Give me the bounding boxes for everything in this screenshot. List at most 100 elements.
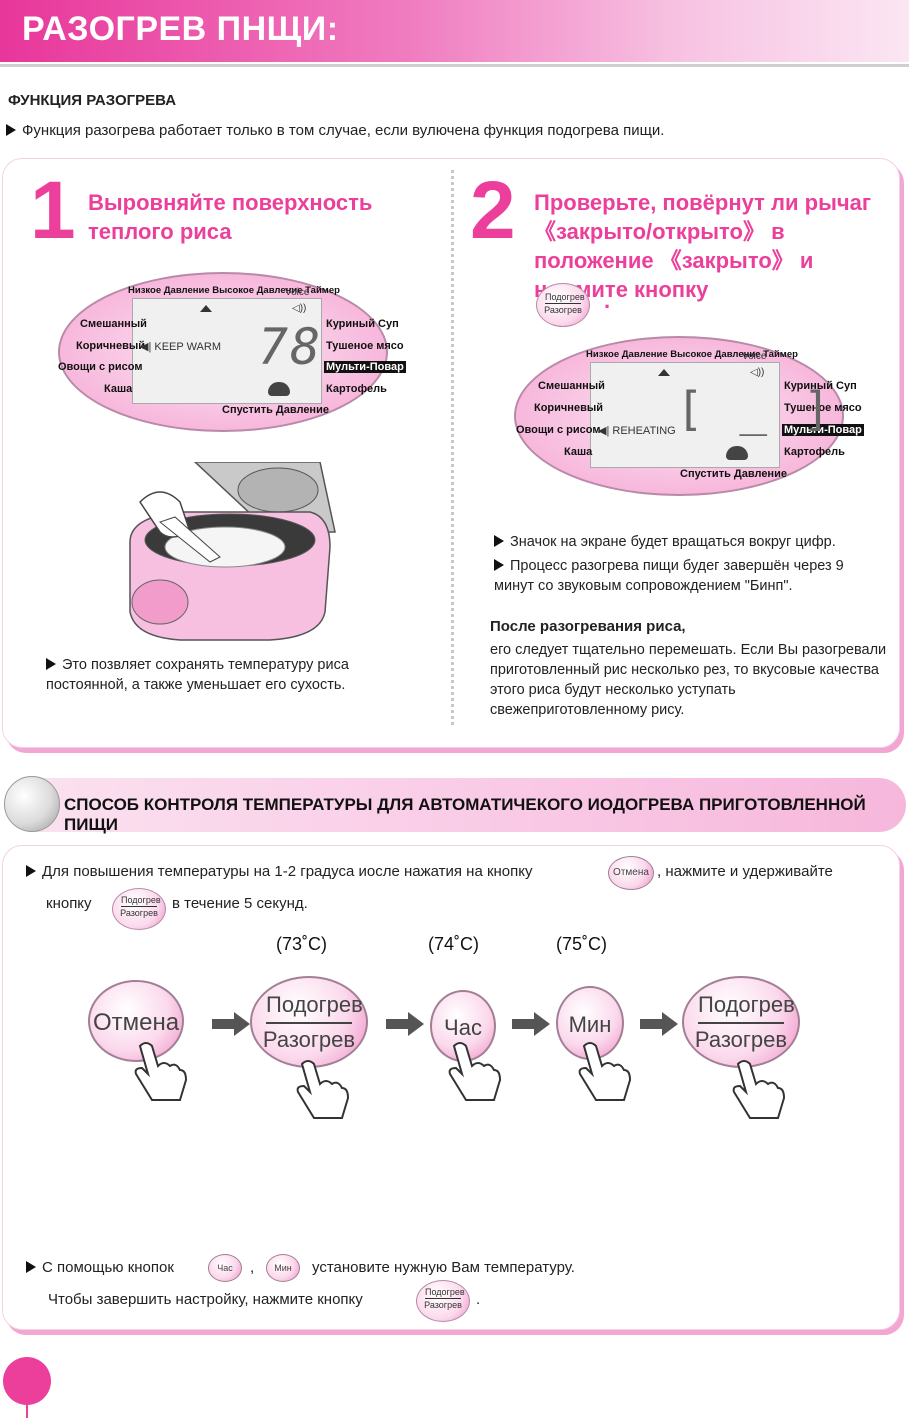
lcd-left-0: Смешанный	[538, 380, 605, 392]
reheat-button-bottom: Разогрев	[544, 305, 582, 315]
reheat-button-small[interactable]: Подогрев Разогрев	[416, 1280, 470, 1322]
line2-text-b: в течение 5 секунд.	[172, 895, 308, 912]
keep-warm-indicator: ◀| KEEP WARM	[140, 341, 221, 353]
step2-title-end: .	[604, 288, 611, 313]
reheating-indicator: ◀| REHEATING	[598, 425, 676, 437]
reheating-label: REHEATING	[612, 425, 676, 437]
bottom-line1-a: С помощью кнопок	[42, 1259, 174, 1276]
speaker-icon: ◁))	[292, 303, 307, 314]
reheat-top: Подогрев	[121, 895, 161, 907]
bottom-line1-b: установите нужную Вам температуру.	[312, 1259, 575, 1276]
footer-line	[26, 1400, 28, 1418]
bullet-triangle-icon	[26, 865, 36, 877]
reheat-bottom: Разогрев	[262, 1027, 356, 1052]
line1-text-a: Для повышения температуры на 1-2 градуса…	[42, 863, 533, 880]
bottom-line2-end: .	[476, 1291, 481, 1308]
lcd-left-1: Коричневый	[76, 340, 145, 352]
lcd-digits: 78	[258, 318, 323, 376]
speaker-icon: ◁))	[750, 367, 765, 378]
lcd-left-2: Овощи с рисом	[516, 424, 601, 436]
step1-title: Выровняйте поверхность теплого риса	[88, 190, 373, 244]
lcd-screen	[132, 298, 322, 404]
lcd-voice-label: Voice	[285, 287, 310, 298]
temp-label-74: (74˚C)	[428, 934, 480, 954]
hand-pointer-icon	[448, 1042, 502, 1101]
intro-text: Функция разогрева работает только в том …	[6, 122, 664, 139]
lcd-right-0: Куриный Суп	[784, 380, 857, 392]
lcd-right-3: Картофель	[326, 383, 387, 395]
bottom-line2-a: Чтобы завершить настройку, нажмите кнопк…	[48, 1291, 363, 1308]
cancel-button-small[interactable]: Отмена	[608, 856, 654, 890]
lcd-screen	[590, 362, 780, 468]
section-label: ФУНКЦИЯ РАЗОГРЕВА	[8, 92, 177, 109]
section2-ball-icon	[4, 776, 60, 832]
lcd-up-arrow-icon	[658, 369, 670, 376]
pot-icon	[726, 446, 748, 460]
step2-title: Проверьте, повёрнут ли рычаг 《закрыто/от…	[534, 190, 872, 302]
lcd-right-2: Мульти-Повар	[782, 424, 864, 436]
reheat-button-small[interactable]: Подогрев Разогрев	[112, 888, 166, 930]
page-title: РАЗОГРЕВ ПНЩИ:	[22, 10, 339, 48]
arrow-right-icon	[640, 1012, 678, 1036]
lcd-right-1: Тушеное мясо	[326, 340, 404, 352]
page-number-dot	[3, 1357, 51, 1405]
sequence-reheat-button-2[interactable]: Подогрев Разогрев	[682, 976, 800, 1068]
lcd-bottom-label: Спустить Давление	[222, 404, 329, 416]
header-bar	[0, 0, 909, 62]
step2-bullet-2-text: Процесс разогрева пищи будег завершён че…	[494, 558, 844, 594]
lcd-right-1: Тушеное мясо	[784, 402, 862, 414]
lcd-right-0: Куриный Суп	[326, 318, 399, 330]
step2-number: 2	[470, 165, 516, 256]
lcd-bottom-label: Спустить Давление	[680, 468, 787, 480]
lcd-left-2: Овощи с рисом	[58, 361, 143, 373]
sequence-cancel-button[interactable]: Отмена	[88, 980, 184, 1062]
lcd-digits: [ _ ]	[676, 382, 835, 436]
reheat-button-top: Подогрев	[545, 292, 585, 304]
reheat-bottom: Разогрев	[120, 908, 158, 918]
reheat-top: Подогрев	[698, 992, 795, 1024]
line1-text-b: , нажмите и удерживайте	[657, 863, 833, 880]
lcd-top-labels: Низкое Давление Высокое Давление Таймер	[586, 349, 798, 360]
lcd-top-labels: Низкое Давление Высокое Давление Таймер	[128, 285, 340, 296]
lcd-left-3: Каша	[564, 446, 593, 458]
reheat-button[interactable]: Подогрев Разогрев	[536, 283, 590, 327]
temp-label-73: (73˚C)	[276, 934, 328, 954]
step1-bullet: Это позвляет сохранять температуру риса …	[46, 655, 406, 695]
bottom-line1: С помощью кнопок	[26, 1258, 174, 1278]
section2-header-bar	[6, 778, 906, 832]
arrow-right-icon	[212, 1012, 250, 1036]
intro-label: Функция разогрева работает только в том …	[22, 122, 665, 139]
lcd-up-arrow-icon	[200, 305, 212, 312]
bullet-triangle-icon	[494, 535, 504, 547]
bottom-line1-sep: ,	[250, 1259, 255, 1276]
lcd-right-3: Картофель	[784, 446, 845, 458]
arrow-right-icon	[512, 1012, 550, 1036]
after-heading: После разогревания риса,	[490, 618, 686, 635]
min-button-small[interactable]: Мин	[266, 1254, 300, 1282]
lcd-left-0: Смешанный	[80, 318, 147, 330]
header-divider	[0, 64, 909, 67]
step1-bullet-text: Это позвляет сохранять температуру риса …	[46, 657, 349, 693]
reheat-top: Подогрев	[266, 992, 363, 1024]
bullet-triangle-icon	[46, 658, 56, 670]
hand-pointer-icon	[732, 1060, 786, 1119]
reheat-bottom: Разогрев	[424, 1300, 462, 1310]
reheat-top: Подогрев	[425, 1287, 465, 1299]
pot-icon	[268, 382, 290, 396]
lcd-left-1: Коричневый	[534, 402, 603, 414]
hand-pointer-icon	[296, 1060, 350, 1119]
hand-pointer-icon	[578, 1042, 632, 1101]
section2-title: СПОСОБ КОНТРОЛЯ ТЕМПЕРАТУРЫ ДЛЯ АВТОМАТИ…	[64, 795, 866, 834]
step2-bullet-1: Значок на экране будет вращаться вокруг …	[494, 532, 894, 552]
lcd-left-3: Каша	[104, 383, 133, 395]
hour-button-small[interactable]: Час	[208, 1254, 242, 1282]
rice-cooker-illustration	[129, 462, 336, 641]
temp-instruction-line1: Для повышения температуры на 1-2 градуса…	[26, 862, 533, 882]
temp-label-75: (75˚C)	[556, 934, 608, 954]
reheat-bottom: Разогрев	[694, 1027, 788, 1052]
line2-text-a: кнопку	[46, 895, 92, 912]
bullet-triangle-icon	[494, 559, 504, 571]
keep-warm-label: KEEP WARM	[154, 341, 221, 353]
step-divider	[451, 170, 454, 725]
sequence-reheat-button-1[interactable]: Подогрев Разогрев	[250, 976, 368, 1068]
